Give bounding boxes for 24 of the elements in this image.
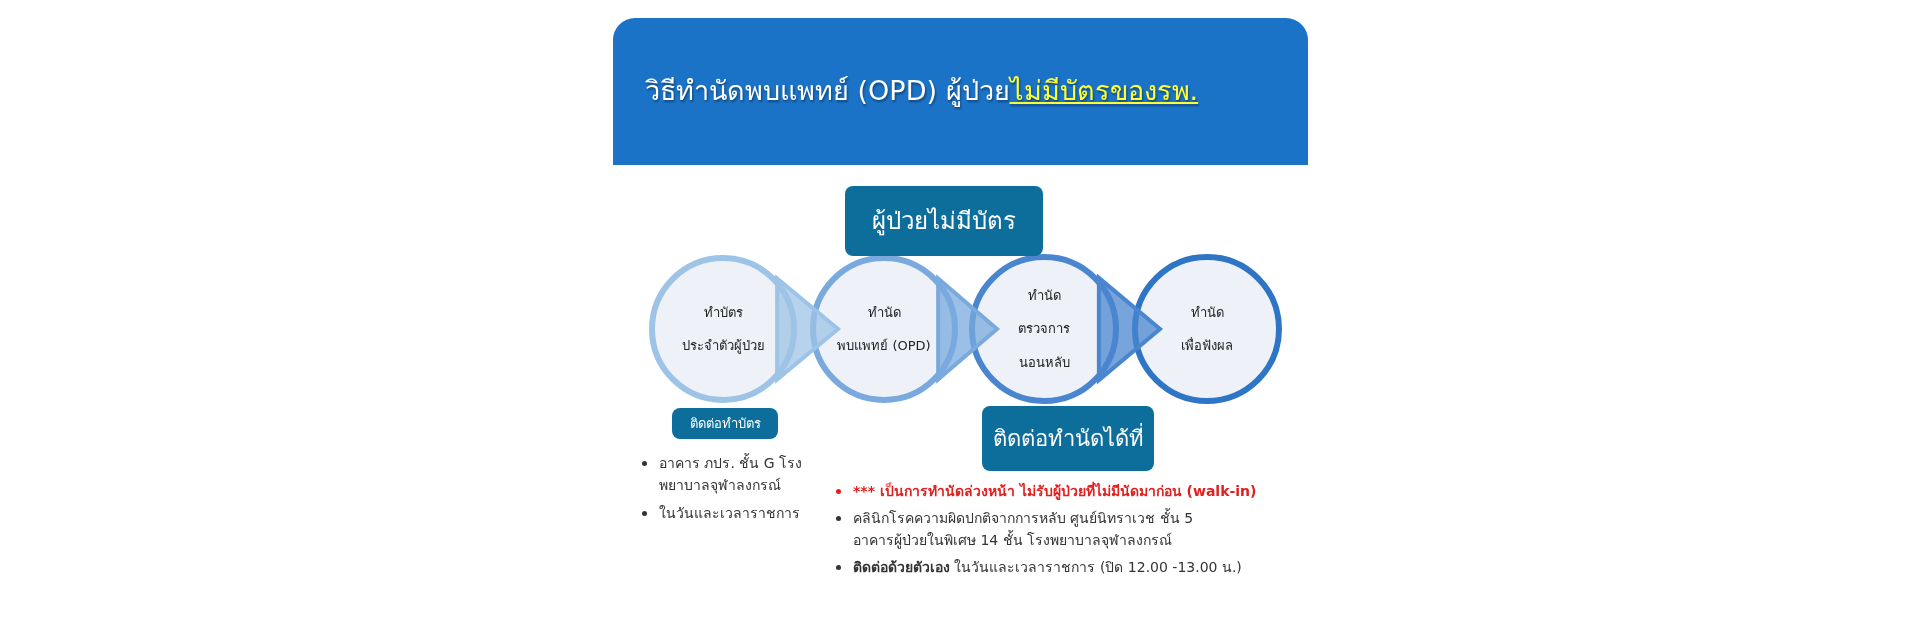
bullet-text: ในวันและเวลาราชการ [659, 504, 801, 523]
heading-box [982, 406, 1154, 471]
step-text: ตรวจการ [1018, 320, 1070, 339]
step-text: พบแพทย์ (OPD) [837, 337, 931, 355]
bullet-text: คลินิกโรคความผิดปกติจากการหลับ ศูนย์นิทราเวช ชั้น 5 อาคารผู้ป่วยในพิเศษ 14 ชั้น โรงพยาบาลจุฬาลงกรณ์ [853, 507, 1195, 551]
step-text: ทำนัด [1027, 286, 1061, 305]
step-text: ทำนัด [867, 303, 901, 322]
step-text: ทำบัตร [703, 303, 743, 322]
step-text: ประจำตัวผู้ป่วย [681, 337, 765, 356]
chevron-arrow [936, 274, 1001, 384]
heading-text: ผู้ป่วยไม่มีบัตร [872, 206, 1016, 238]
step-text: ทำนัด [1190, 303, 1224, 322]
step-text: เพื่อฟังผล [1181, 336, 1233, 355]
chevron-arrow [1096, 273, 1164, 385]
bullet-text: ติดต่อด้วยตัวเอง ในวันและเวลาราชการ (ปิด 12.00 -13.00 น.) [853, 558, 1242, 577]
heading-box [672, 408, 778, 439]
heading-text: ติดต่อทำบัตร [689, 414, 761, 433]
heading-box [845, 186, 1043, 256]
title-text: วิธีทำนัดพบแพทย์ (OPD) ผู้ป่วยไม่มีบัตรของรพ. [645, 74, 1199, 109]
chevron-arrow [775, 274, 842, 384]
heading-text: ติดต่อทำนัดได้ที่ [992, 422, 1144, 455]
step-text: นอนหลับ [1018, 353, 1070, 372]
bullet-text: อาคาร ภปร. ชั้น G โรงพยาบาลจุฬาลงกรณ์ [659, 452, 804, 496]
title-banner [613, 18, 1308, 165]
